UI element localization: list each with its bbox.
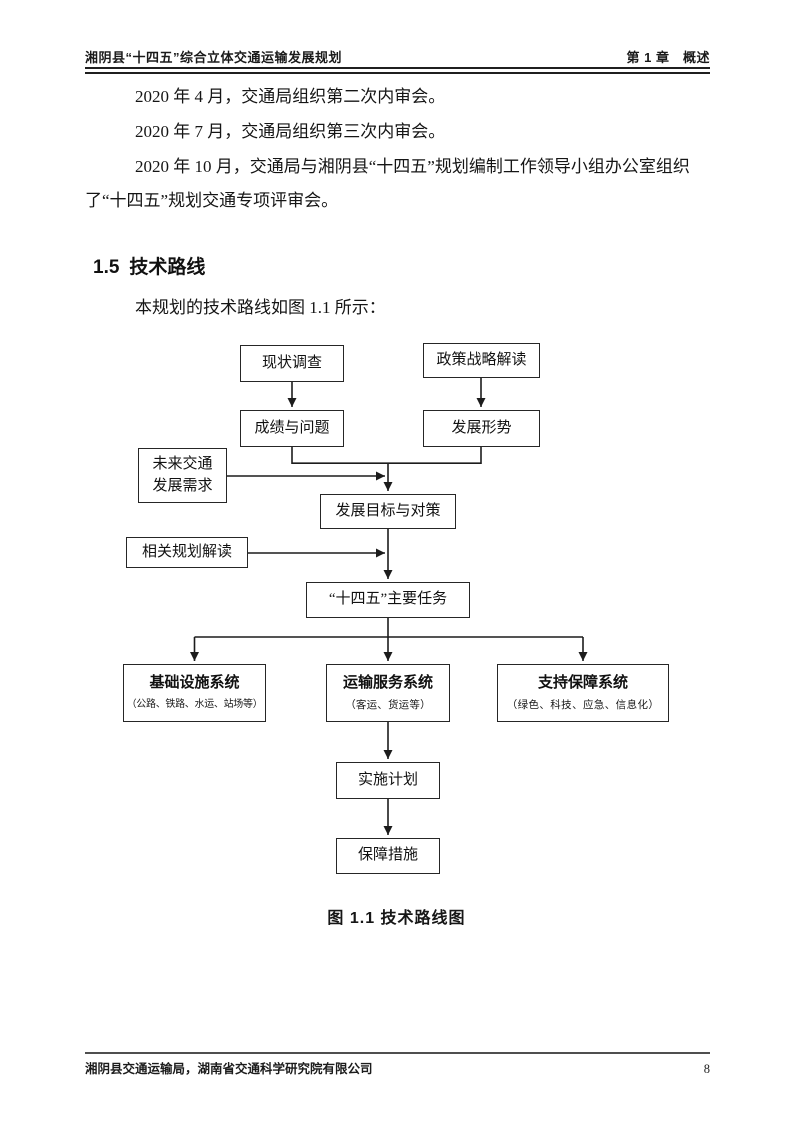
intro-paragraph: 本规划的技术路线如图 1.1 所示： [135,298,386,317]
flowchart-node-safeguard-measures: 保障措施 [336,838,440,874]
node-label: 运输服务系统 [342,675,433,692]
page-footer: 湘阴县交通运输局，湖南省交通科学研究院有限公司 8 [85,1058,710,1077]
node-label: 未来交通 [152,455,213,472]
section-number: 1.5 [93,257,120,278]
flowchart-connectors [190,378,588,835]
flowchart-node-related-planning: 相关规划解读 [126,537,248,568]
node-label: 政策战略解读 [436,351,527,368]
node-sublabel: （客运、货运等） [345,699,431,711]
flowchart-node-future-traffic-demand: 未来交通 发展需求 [138,448,227,503]
node-label: 保障措施 [357,847,418,864]
flowchart-node-status-survey: 现状调查 [240,345,344,382]
node-label: 相关规划解读 [141,543,232,560]
node-label: 发展目标与对策 [335,502,441,519]
flowchart-node-transport-service-system: 运输服务系统 （客运、货运等） [326,664,450,722]
node-label: 发展需求 [152,477,213,494]
header-rule [85,67,710,74]
node-label: 发展形势 [451,419,512,436]
flowchart-node-policy-interpretation: 政策战略解读 [423,343,540,378]
flowchart-node-development-situation: 发展形势 [423,410,540,447]
header-chapter: 第 1 章 概述 [626,50,710,65]
section-heading: 1.5 技术路线 [93,252,703,279]
node-label: 基础设施系统 [149,675,240,692]
flowchart-node-main-tasks: “十四五”主要任务 [306,582,470,618]
paragraph: 2020 年 4 月，交通局组织第二次内审会。 [135,87,446,106]
footer-page-number: 8 [703,1062,710,1076]
flowchart-node-achievements-problems: 成绩与问题 [240,410,344,447]
flowchart-node-support-guarantee-system: 支持保障系统 （绿色、科技、应急、信息化） [497,664,669,722]
paragraph: 2020 年 10 月，交通局与湘阴县“十四五”规划编制工作领导小组办公室组织了… [85,157,690,210]
node-label: 支持保障系统 [537,675,628,692]
footer-organization: 湘阴县交通运输局，湖南省交通科学研究院有限公司 [85,1062,373,1076]
body-content: 2020 年 4 月，交通局组织第二次内审会。 2020 年 7 月，交通局组织… [85,80,703,326]
node-sublabel: （绿色、科技、应急、信息化） [506,699,660,711]
page-header: 湘阴县“十四五”综合立体交通运输发展规划 第 1 章 概述 [85,47,710,66]
node-sublabel: （公路、铁路、水运、站场等） [126,699,263,711]
flowchart-node-implementation-plan: 实施计划 [336,762,440,799]
figure-caption: 图 1.1 技术路线图 [327,910,466,927]
node-label: “十四五”主要任务 [328,591,448,608]
node-label: 现状调查 [261,354,322,371]
header-document-title: 湘阴县“十四五”综合立体交通运输发展规划 [85,50,343,65]
footer-rule [85,1052,710,1054]
node-label: 实施计划 [357,771,418,788]
flowchart-node-infrastructure-system: 基础设施系统 （公路、铁路、水运、站场等） [123,664,266,722]
technical-route-flowchart: 现状调查 政策战略解读 成绩与问题 发展形势 未来交通 发展需求 发展目标与对策… [0,335,793,880]
section-title: 技术路线 [129,257,206,278]
node-label: 成绩与问题 [254,419,330,436]
paragraph: 2020 年 7 月，交通局组织第三次内审会。 [135,122,446,141]
flowchart-node-goals-countermeasures: 发展目标与对策 [320,494,456,529]
